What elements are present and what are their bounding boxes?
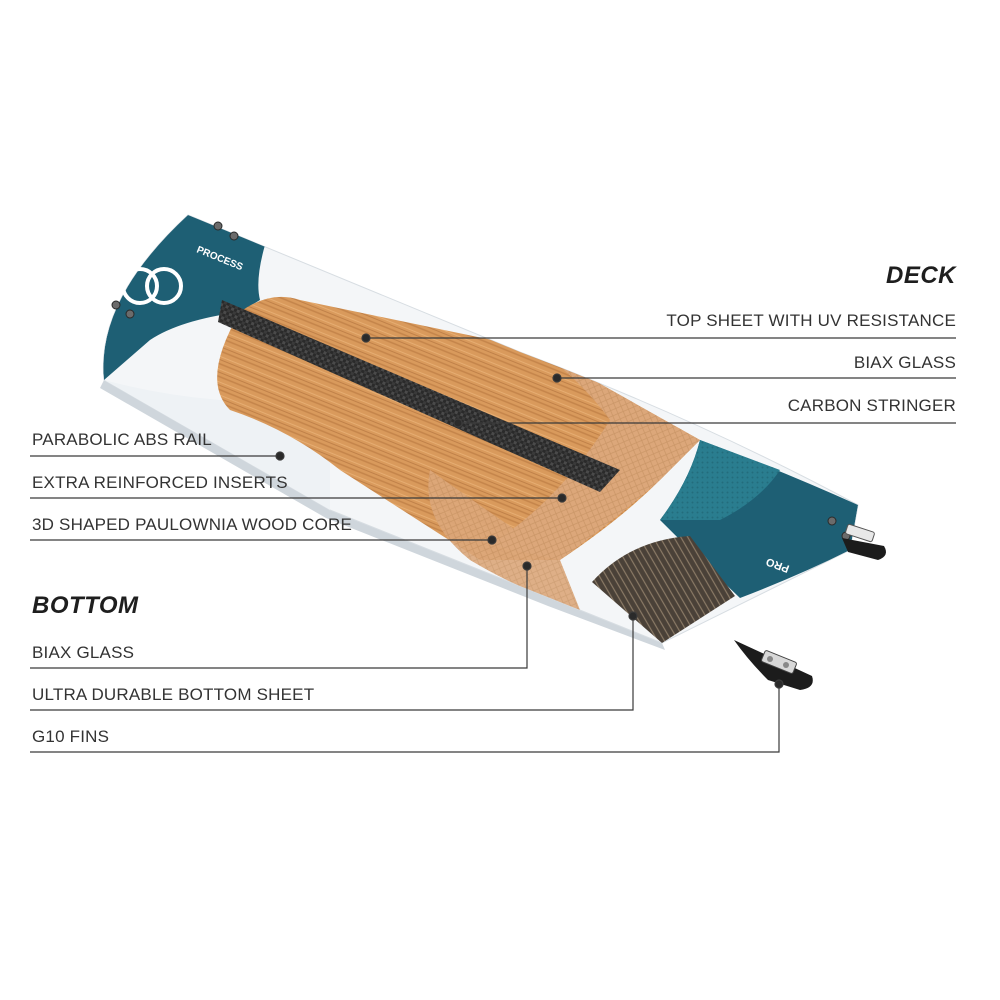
label-ultra-durable-bottom-sheet: ULTRA DURABLE BOTTOM SHEET bbox=[32, 685, 315, 704]
leader-lines bbox=[30, 333, 956, 753]
label-carbon-stringer: CARBON STRINGER bbox=[787, 396, 956, 415]
label-g10-fins: G10 FINS bbox=[32, 727, 110, 746]
brand-logo bbox=[121, 267, 183, 305]
carbon-stringer bbox=[218, 300, 620, 492]
nose-teal-panel bbox=[103, 215, 265, 380]
bottom-sheet-layer bbox=[592, 536, 735, 643]
label-biax-glass-deck: BIAX GLASS bbox=[853, 353, 956, 372]
insert-screws bbox=[111, 221, 851, 541]
label-extra-reinforced-inserts: EXTRA REINFORCED INSERTS bbox=[32, 473, 288, 492]
tail-teal-mesh bbox=[660, 440, 780, 520]
fin-rear bbox=[842, 523, 886, 560]
label-paulownia-wood-core: 3D SHAPED PAULOWNIA WOOD CORE bbox=[32, 515, 353, 534]
board-rail bbox=[100, 380, 665, 650]
deck-heading: DECK bbox=[885, 262, 956, 289]
biax-glass-layer bbox=[490, 350, 700, 560]
label-parabolic-abs-rail: PARABOLIC ABS RAIL bbox=[32, 430, 212, 449]
biax-glass-lower bbox=[428, 470, 580, 610]
label-top-sheet: TOP SHEET WITH UV RESISTANCE bbox=[666, 311, 956, 330]
kiteboard: PROCESS PRO bbox=[100, 214, 859, 650]
bottom-heading: BOTTOM bbox=[32, 592, 139, 619]
fin-loose bbox=[734, 640, 813, 690]
label-biax-glass-bottom: BIAX GLASS bbox=[32, 643, 135, 662]
